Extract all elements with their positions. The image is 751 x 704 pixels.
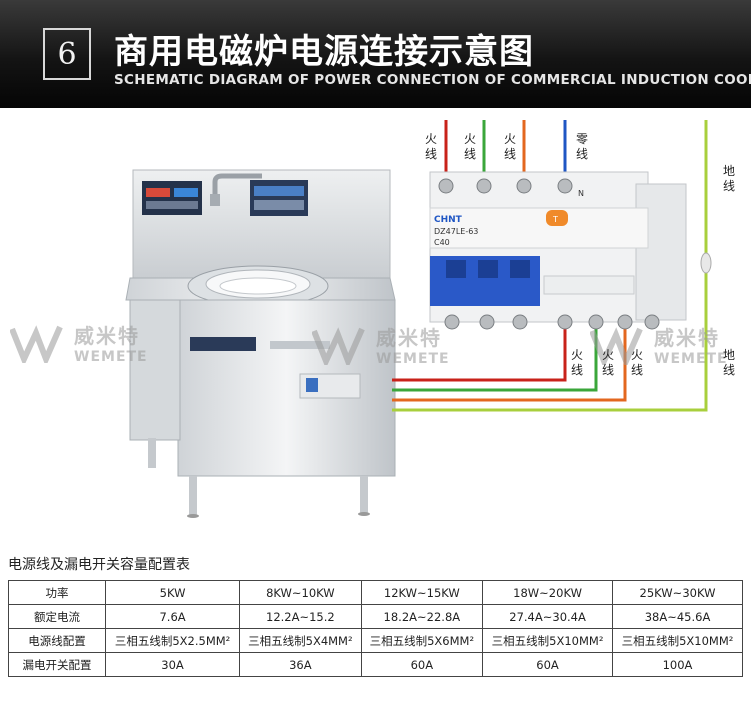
table-cell: 5KW — [104, 580, 241, 605]
table-row: 额定电流 7.6A 12.2A~15.2 18.2A~22.8A 27.4A~3… — [8, 604, 743, 629]
table-cell: 60A — [360, 652, 484, 677]
table-cell: 电源线配置 — [8, 628, 106, 653]
wire-label-live-2: 火线 — [463, 132, 476, 161]
wire-label-out-live-1: 火线 — [570, 348, 583, 377]
watermark-center: 威米特 WEMETE — [312, 322, 450, 367]
table-cell: 100A — [612, 652, 743, 677]
watermark-left: 威米特 WEMETE — [10, 320, 148, 365]
table-cell: 25KW~30KW — [612, 580, 743, 605]
test-button-label: T — [552, 215, 558, 224]
diagram-area: CHNT DZ47LE-63 C40 N T 威米特 WEMETE 威米特 WE… — [0, 108, 751, 548]
test-button — [546, 210, 568, 226]
table-cell: 30A — [104, 652, 241, 677]
breaker-rating: C40 — [434, 238, 450, 247]
wire-label-out-live-3: 火线 — [630, 348, 643, 377]
watermark-right: 威米特 WEMETE — [590, 322, 728, 367]
wemete-logo-icon — [10, 324, 63, 363]
watermark-en: WEMETE — [654, 351, 728, 367]
watermark-cn: 威米特 — [376, 326, 442, 350]
wire-label-live-1: 火线 — [424, 132, 437, 161]
table-cell: 18.2A~22.8A — [360, 604, 484, 629]
wemete-logo-icon — [312, 326, 365, 365]
control-panel-left — [142, 181, 202, 215]
wire-label-out-live-2: 火线 — [601, 348, 614, 377]
table-cell: 60A — [482, 652, 614, 677]
table-row: 电源线配置 三相五线制5X2.5MM² 三相五线制5X4MM² 三相五线制5X6… — [8, 628, 743, 653]
table-row: 功率 5KW 8KW~10KW 12KW~15KW 18W~20KW 25KW~… — [8, 580, 743, 605]
table-cell: 三相五线制5X2.5MM² — [104, 628, 241, 653]
table-cell: 漏电开关配置 — [8, 652, 106, 677]
header-banner: 6 商用电磁炉电源连接示意图 SCHEMATIC DIAGRAM OF POWE… — [0, 0, 751, 108]
table-title: 电源线及漏电开关容量配置表 — [8, 557, 190, 573]
table-cell: 额定电流 — [8, 604, 106, 629]
connection-diagram: CHNT DZ47LE-63 C40 N T — [125, 120, 712, 518]
induction-cooker — [125, 169, 396, 518]
section-number: 6 — [43, 28, 91, 80]
table-row: 漏电开关配置 30A 36A 60A 60A 100A — [8, 652, 743, 677]
table-cell: 38A~45.6A — [612, 604, 743, 629]
table-cell: 8KW~10KW — [239, 580, 362, 605]
control-panel-right — [250, 180, 308, 216]
watermark-en: WEMETE — [376, 351, 450, 367]
wire-label-ground-top: 地线 — [722, 164, 735, 193]
page-title: 商用电磁炉电源连接示意图 — [114, 32, 534, 72]
table-cell: 12KW~15KW — [360, 580, 484, 605]
watermark-en: WEMETE — [74, 349, 148, 365]
breaker-n-label: N — [578, 189, 584, 198]
table-cell: 12.2A~15.2 — [239, 604, 362, 629]
watermark-cn: 威米特 — [654, 326, 720, 350]
watermark-cn: 威米特 — [74, 324, 140, 348]
table-cell: 27.4A~30.4A — [482, 604, 614, 629]
wire-label-ground-bottom: 地线 — [722, 348, 735, 377]
table-cell: 三相五线制5X10MM² — [482, 628, 614, 653]
breaker-brand: CHNT — [434, 215, 463, 225]
table-cell: 18W~20KW — [482, 580, 614, 605]
wire-label-neutral: 零线 — [575, 132, 588, 161]
page-subtitle: SCHEMATIC DIAGRAM OF POWER CONNECTION OF… — [114, 72, 751, 88]
wire-label-live-3: 火线 — [503, 132, 516, 161]
capacity-config-table: 功率 5KW 8KW~10KW 12KW~15KW 18W~20KW 25KW~… — [8, 580, 743, 677]
table-cell: 36A — [239, 652, 362, 677]
table-cell: 7.6A — [104, 604, 241, 629]
table-cell: 功率 — [8, 580, 106, 605]
leakage-circuit-breaker: CHNT DZ47LE-63 C40 N T — [429, 171, 712, 330]
table-cell: 三相五线制5X10MM² — [612, 628, 743, 653]
table-cell: 三相五线制5X4MM² — [239, 628, 362, 653]
breaker-model: DZ47LE-63 — [434, 227, 478, 236]
wemete-logo-icon — [590, 326, 643, 365]
table-cell: 三相五线制5X6MM² — [360, 628, 484, 653]
